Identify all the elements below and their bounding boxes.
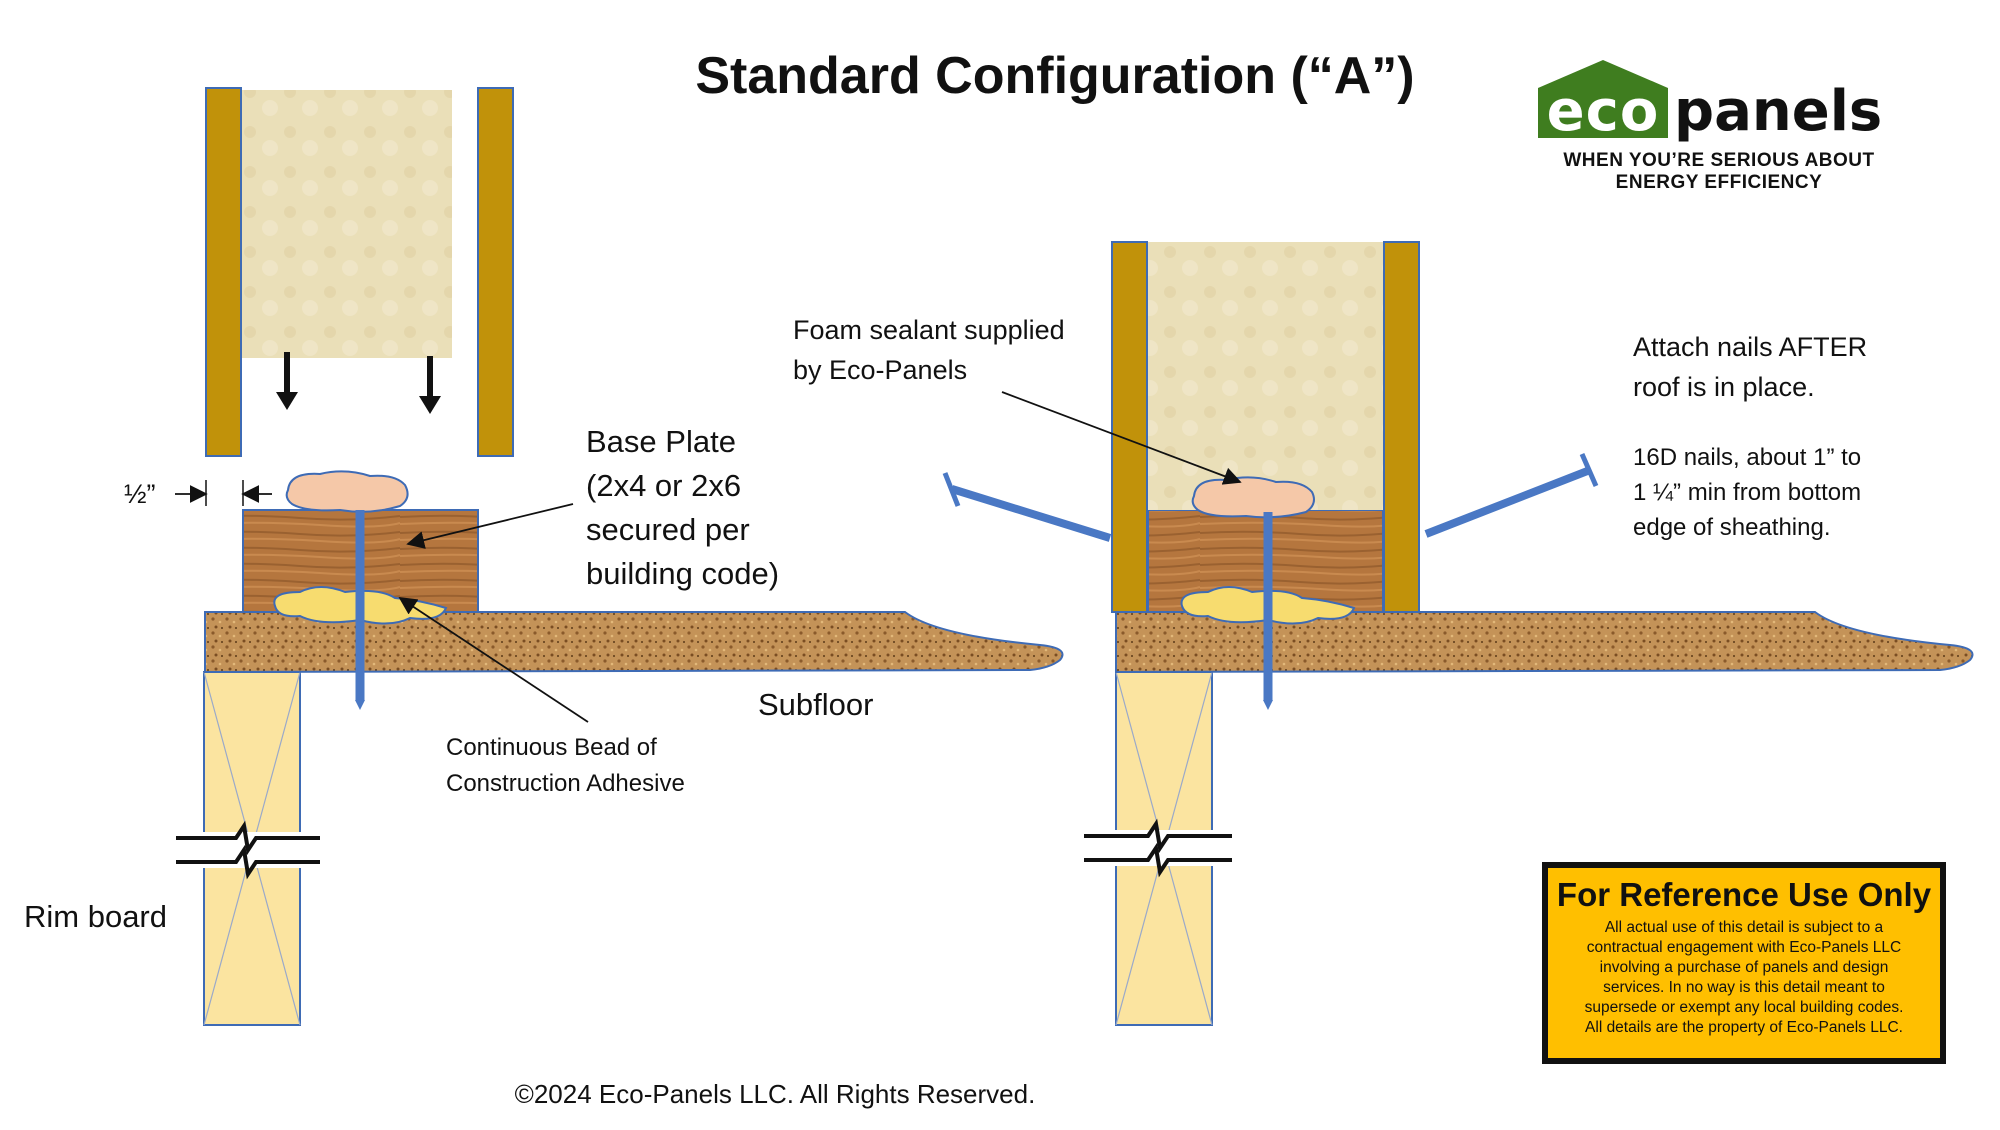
- foam-core-right: [1148, 242, 1383, 510]
- leader-adhesive: [398, 597, 589, 723]
- copyright: ©2024 Eco-Panels LLC. All Rights Reserve…: [514, 1079, 1036, 1109]
- eco-panels-logo: eco panels WHEN YOU’RE SERIOUS ABOUT ENE…: [1528, 60, 1900, 193]
- nail-icon: [355, 510, 365, 710]
- sheathing-inner-right: [1111, 241, 1148, 613]
- nail-icon: [1424, 452, 1599, 538]
- page-title: Standard Configuration (“A”): [695, 47, 1415, 105]
- reference-body: All actual use of this detail is subject…: [1584, 919, 1904, 1036]
- break-line-icon: [1084, 818, 1234, 878]
- attach-nails-label: Attach nails AFTER roof is in place.: [1633, 332, 1868, 402]
- nail-icon: [1263, 512, 1273, 710]
- down-arrow-icon: [276, 352, 441, 414]
- logo-tagline: WHEN YOU’RE SERIOUS ABOUT ENERGY EFFICIE…: [1563, 150, 1875, 193]
- leader-foam-sealant: [1001, 391, 1242, 485]
- subfloor-label: Subfloor: [758, 687, 874, 722]
- adhesive-label: Continuous Bead of Construction Adhesive: [446, 734, 685, 797]
- break-line-icon: [176, 820, 321, 880]
- sheathing-outer-right: [1383, 241, 1420, 613]
- logo-panels-text: panels: [1674, 79, 1883, 144]
- nails-spec-label: 16D nails, about 1” to 1 ¼” min from bot…: [1633, 444, 1862, 541]
- subfloor-left: [204, 611, 1064, 674]
- logo-roof-icon: [1538, 60, 1668, 88]
- foam-sealant-right: [1191, 476, 1315, 519]
- reference-notice: For Reference Use Only All actual use of…: [1542, 862, 1946, 1064]
- sip-panel-left: [205, 87, 514, 457]
- leader-base-plate: [406, 503, 574, 549]
- half-inch-label: ½”: [124, 479, 156, 509]
- foam-sealant-left: [285, 470, 409, 513]
- rim-board-label: Rim board: [24, 899, 167, 934]
- dimension-arrow-icon: [175, 480, 272, 506]
- logo-eco-text: eco: [1546, 79, 1660, 144]
- reference-heading: For Reference Use Only: [1556, 876, 1932, 913]
- logo-eco-block: [1538, 88, 1668, 138]
- foam-sealant-label: Foam sealant supplied by Eco-Panels: [793, 315, 1065, 385]
- base-plate-label: Base Plate (2x4 or 2x6 secured per build…: [586, 424, 780, 591]
- subfloor-right: [1115, 611, 1974, 674]
- nail-icon: [942, 472, 1112, 542]
